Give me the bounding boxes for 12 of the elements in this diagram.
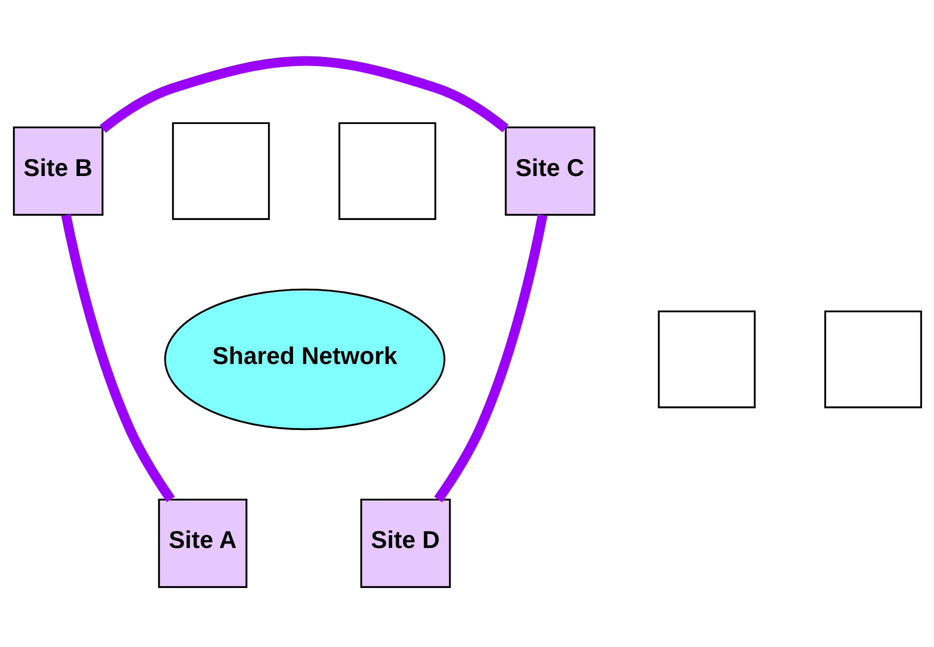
- node-box: [824, 310, 922, 408]
- node-box: Site A: [158, 498, 247, 588]
- node-box: [338, 122, 436, 220]
- connector: [99, 56, 508, 132]
- node-ellipse: Shared Network: [164, 288, 445, 430]
- node-box: Site C: [504, 126, 595, 216]
- node-box: [657, 310, 756, 408]
- connector: [434, 214, 547, 502]
- node-box: [172, 122, 270, 220]
- node-box: Site D: [360, 498, 450, 588]
- node-box: Site B: [12, 126, 103, 216]
- connector: [60, 214, 174, 502]
